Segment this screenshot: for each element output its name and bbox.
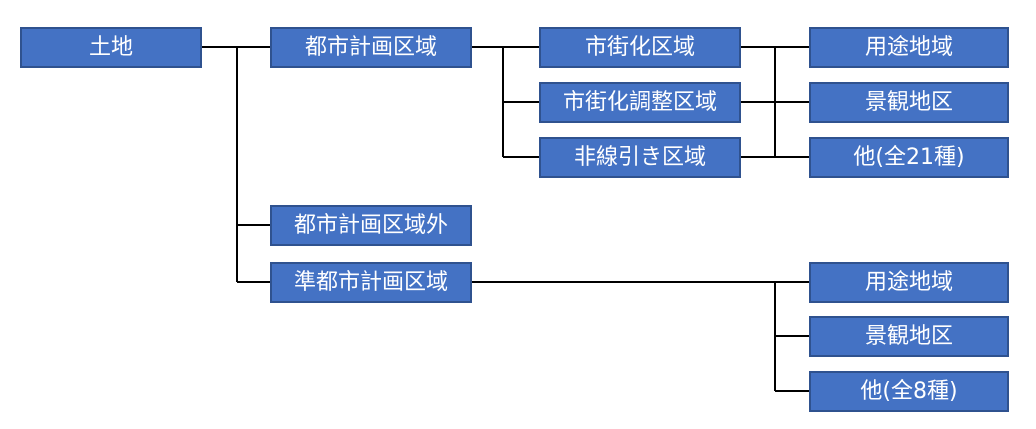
node-outside-city-planning-area-label: 都市計画区域外 xyxy=(293,212,448,238)
node-quasi-city-planning-area: 準都市計画区域 xyxy=(270,262,472,303)
node-urbanization-control-area-label: 市街化調整区域 xyxy=(562,89,717,115)
node-other-21: 他(全21種) xyxy=(809,137,1009,178)
node-non-delineated-area: 非線引き区域 xyxy=(539,137,741,178)
node-urbanization-control-area: 市街化調整区域 xyxy=(539,82,741,123)
node-city-planning-area: 都市計画区域 xyxy=(270,27,472,68)
node-quasi-city-planning-area-label: 準都市計画区域 xyxy=(293,269,448,295)
node-other-8: 他(全8種) xyxy=(809,371,1009,412)
node-use-district-lower-label: 用途地域 xyxy=(864,269,953,295)
node-landscape-district-lower: 景観地区 xyxy=(809,316,1009,357)
node-other-8-label: 他(全8種) xyxy=(860,378,958,404)
node-other-21-label: 他(全21種) xyxy=(853,144,965,170)
node-landscape-district-upper: 景観地区 xyxy=(809,82,1009,123)
node-urbanization-area-label: 市街化区域 xyxy=(584,34,695,60)
node-city-planning-area-label: 都市計画区域 xyxy=(304,34,437,60)
node-land: 土地 xyxy=(20,27,202,68)
node-use-district-upper-label: 用途地域 xyxy=(864,34,953,60)
node-use-district-upper: 用途地域 xyxy=(809,27,1009,68)
node-outside-city-planning-area: 都市計画区域外 xyxy=(270,205,472,246)
node-land-label: 土地 xyxy=(88,34,133,60)
node-use-district-lower: 用途地域 xyxy=(809,262,1009,303)
node-landscape-district-upper-label: 景観地区 xyxy=(864,89,953,115)
node-urbanization-area: 市街化区域 xyxy=(539,27,741,68)
node-landscape-district-lower-label: 景観地区 xyxy=(864,323,953,349)
node-non-delineated-area-label: 非線引き区域 xyxy=(573,144,706,170)
